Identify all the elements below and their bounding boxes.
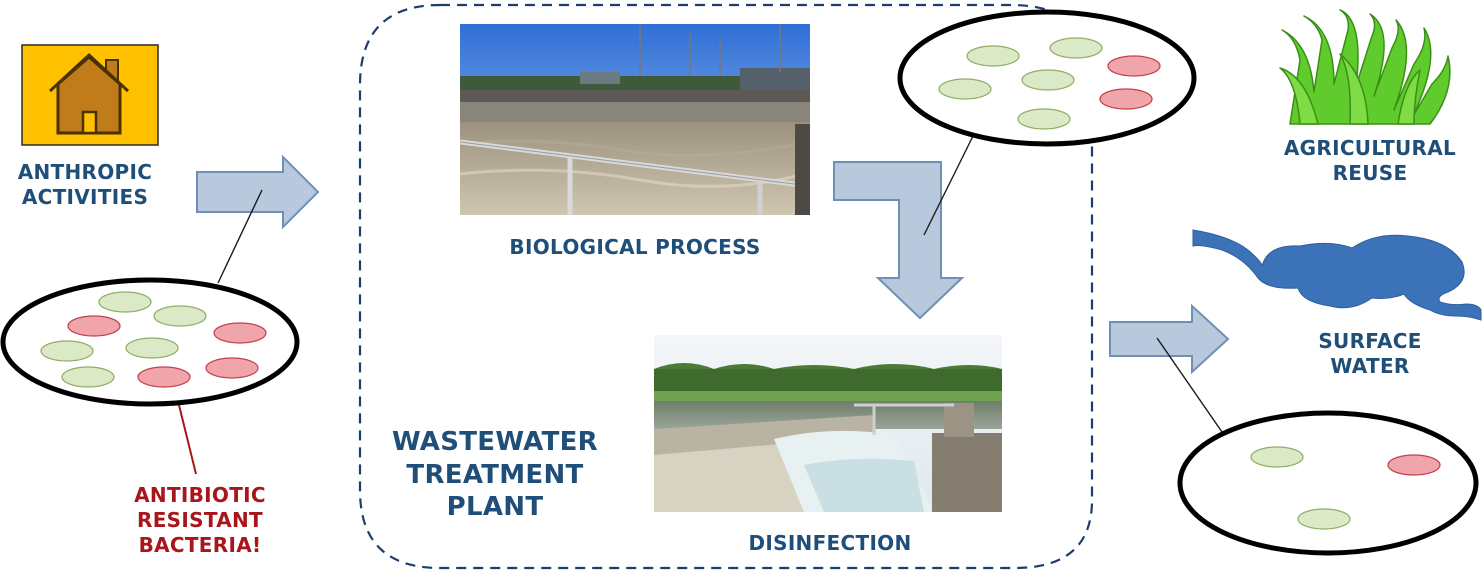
bacteria-susceptible [1297, 508, 1351, 530]
water-body-icon [1192, 229, 1482, 321]
connector-line-left [217, 189, 263, 284]
bacteria-susceptible [40, 340, 94, 362]
bacteria-susceptible [1021, 69, 1075, 91]
bacteria-resistant [213, 322, 267, 344]
label-surface-water: SURFACE WATER [1318, 329, 1422, 378]
bacteria-susceptible [98, 291, 152, 313]
bacteria-resistant [67, 315, 121, 337]
label-wastewater-treatment-plant: WASTEWATER TREATMENT PLANT [392, 427, 598, 522]
bacteria-resistant [137, 366, 191, 388]
bacteria-susceptible [153, 305, 207, 327]
grass-icon [1279, 9, 1451, 125]
bacteria-susceptible [125, 337, 179, 359]
label-biological-process: BIOLOGICAL PROCESS [509, 235, 761, 259]
petri-dish-effluent [1177, 410, 1479, 556]
bacteria-susceptible [938, 78, 992, 100]
bacteria-resistant [1107, 55, 1161, 77]
bacteria-susceptible [61, 366, 115, 388]
connector-line-top [923, 131, 976, 236]
label-antibiotic-resistant-bacteria: ANTIBIOTIC RESISTANT BACTERIA! [134, 483, 266, 557]
bacteria-susceptible [1250, 446, 1304, 468]
bacteria-resistant [1387, 454, 1441, 476]
house-icon [21, 44, 159, 146]
label-agricultural-reuse: AGRICULTURAL REUSE [1283, 136, 1457, 185]
connector-line-right [1156, 337, 1223, 433]
bacteria-susceptible [1049, 37, 1103, 59]
bacteria-susceptible [1017, 108, 1071, 130]
petri-dish-influent [0, 277, 300, 407]
arrow-biological-to-disinfection [833, 161, 965, 320]
biological-process-image [460, 24, 810, 215]
disinfection-image [654, 335, 1002, 512]
photo-disinfection [654, 335, 1002, 512]
bacteria-resistant [205, 357, 259, 379]
photo-biological-process [460, 24, 810, 215]
label-disinfection: DISINFECTION [748, 531, 912, 555]
arrow-to-outputs [1109, 303, 1230, 375]
label-anthropic-activities: ANTHROPIC ACTIVITIES [17, 160, 153, 209]
bacteria-resistant [1099, 88, 1153, 110]
arrow-to-plant [196, 154, 320, 230]
bacteria-susceptible [966, 45, 1020, 67]
petri-dish-biological [897, 9, 1197, 147]
